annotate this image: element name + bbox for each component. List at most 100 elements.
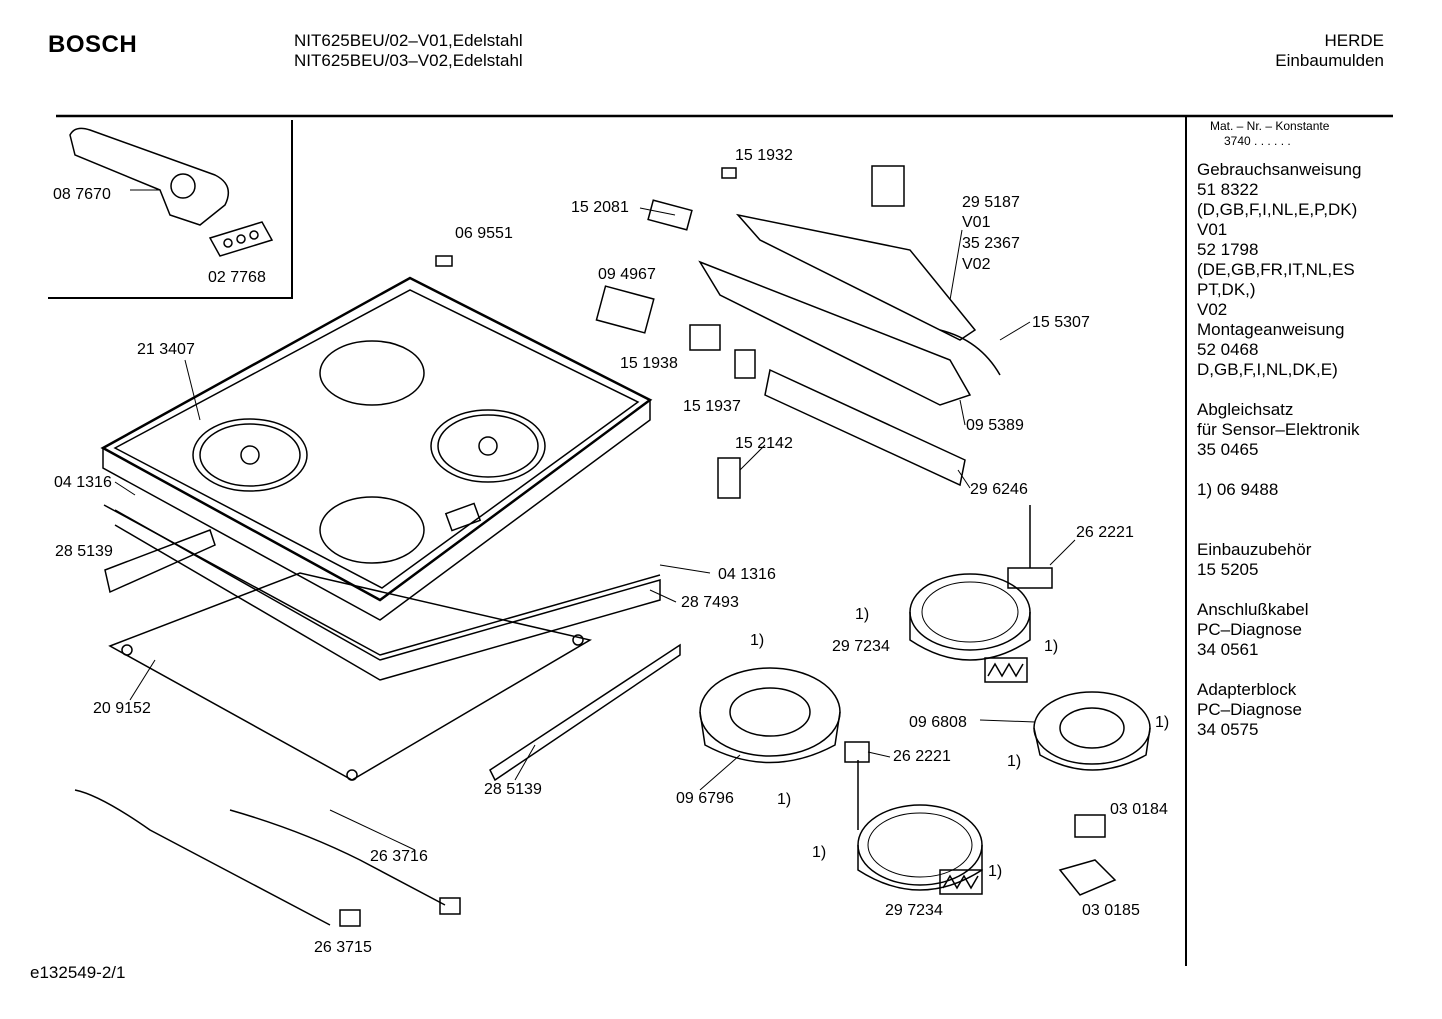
part-number: 28 5139 (55, 543, 113, 560)
part-number: 04 1316 (54, 474, 112, 491)
part-number: 26 3715 (314, 939, 372, 956)
scraper-tool (69, 127, 230, 226)
footnote-marker: 1) (1155, 714, 1170, 731)
footnote-marker: 1) (1007, 753, 1022, 770)
base-plate (108, 572, 593, 781)
cooking-zone (319, 496, 425, 564)
sidebar-line: V02 (1197, 300, 1228, 319)
cooking-zone (192, 418, 308, 492)
strip (721, 167, 737, 179)
limiter-symbol (939, 869, 983, 895)
cable (229, 809, 446, 906)
footnote-marker: 1) (777, 791, 792, 808)
plug (439, 897, 461, 915)
inset-frame (48, 120, 293, 299)
part-number: 29 7234 (832, 638, 890, 655)
sidebar-line: 52 1798 (1197, 240, 1259, 259)
sidebar-line: Anschlußkabel (1197, 600, 1309, 619)
sidebar-line: 51 8322 (1197, 180, 1259, 199)
shield (595, 285, 655, 334)
glass-inner-edge (113, 289, 640, 589)
part-number: 08 7670 (53, 186, 111, 203)
part-number: 09 6796 (676, 790, 734, 807)
cable (74, 789, 331, 926)
part-number: 15 2142 (735, 435, 793, 452)
sidebar-line: für Sensor–Elektronik (1197, 420, 1360, 439)
part-number: 29 5187 (962, 194, 1020, 211)
connector (1074, 814, 1106, 838)
sidebar-line: 34 0561 (1197, 640, 1259, 659)
variant-label: V01 (962, 214, 991, 231)
part-number: 06 9551 (455, 225, 513, 242)
mounting-rail (489, 643, 681, 782)
part-number: 03 0185 (1082, 902, 1140, 919)
cooking-zone (319, 340, 425, 406)
plug (339, 909, 361, 927)
display (871, 165, 905, 207)
footer-code: e132549-2/1 (30, 963, 126, 982)
model-line: NIT625BEU/02–V01,Edelstahl (294, 31, 523, 50)
temperature-sensor (1007, 567, 1053, 589)
part-number: 15 5307 (1032, 314, 1090, 331)
control-board (735, 213, 977, 341)
footnote-marker: 1) (988, 863, 1003, 880)
sidebar-line: (D,GB,F,I,NL,E,P,DK) (1197, 200, 1358, 219)
model-list: NIT625BEU/02–V01,Edelstahl NIT625BEU/03–… (294, 31, 523, 71)
board-carrier (698, 260, 972, 406)
sidebar-line: 52 0468 (1197, 340, 1259, 359)
bracket (717, 457, 741, 499)
variant-label: V02 (962, 256, 991, 273)
part-number: 15 1937 (683, 398, 741, 415)
heating-element (909, 573, 1031, 651)
sidebar-line: Abgleichsatz (1197, 400, 1294, 419)
cooking-zone (430, 409, 546, 483)
leader-lines (114, 189, 1076, 851)
footnote-marker: 1) (855, 606, 870, 623)
part-number: 29 6246 (970, 481, 1028, 498)
clip (647, 199, 693, 231)
control-symbol (444, 502, 482, 532)
switch (734, 349, 756, 379)
ribbon-cable (939, 329, 1001, 376)
sensor-board (764, 368, 966, 487)
sidebar-block: 1) 06 9488 (1197, 480, 1361, 500)
sidebar-line: (DE,GB,FR,IT,NL,ES (1197, 260, 1355, 279)
label-plate (208, 221, 274, 257)
sidebar-line: 34 0575 (1197, 720, 1259, 739)
brand-logo: BOSCH (48, 31, 138, 58)
footnote-marker: 1) (1044, 638, 1059, 655)
heating-element (699, 667, 841, 757)
part-number: 09 4967 (598, 266, 656, 283)
part-number: 15 1932 (735, 147, 793, 164)
category-header: HERDE Einbaumulden (1275, 31, 1384, 71)
heating-element (1033, 691, 1151, 765)
ceramic-glass (100, 276, 653, 602)
sidebar-line: Adapterblock (1197, 680, 1297, 699)
part-number: 28 7493 (681, 594, 739, 611)
limiter-symbol (984, 657, 1028, 683)
sidebar-line: PT,DK,) (1197, 280, 1256, 299)
konstante-value: 3740 . . . . . . (1224, 134, 1291, 148)
footnote-marker: 1) (750, 632, 765, 649)
sidebar-line: PC–Diagnose (1197, 700, 1302, 719)
model-line: NIT625BEU/03–V02,Edelstahl (294, 51, 523, 70)
subcategory: Einbaumulden (1275, 51, 1384, 70)
part-number: 04 1316 (718, 566, 776, 583)
part-number: 20 9152 (93, 700, 151, 717)
part-number: 09 5389 (966, 417, 1024, 434)
scraper-knob (170, 173, 196, 199)
konstante-label: Mat. – Nr. – Konstante (1210, 119, 1330, 133)
part-number: 35 2367 (962, 235, 1020, 252)
glass-frame-edge (102, 400, 651, 621)
sidebar-line: D,GB,F,I,NL,DK,E) (1197, 360, 1338, 379)
sidebar-line: 35 0465 (1197, 440, 1259, 459)
part-number: 28 5139 (484, 781, 542, 798)
part-number: 15 1938 (620, 355, 678, 372)
part-number: 26 2221 (1076, 524, 1134, 541)
frame-rail (114, 509, 661, 681)
seal (103, 504, 661, 656)
